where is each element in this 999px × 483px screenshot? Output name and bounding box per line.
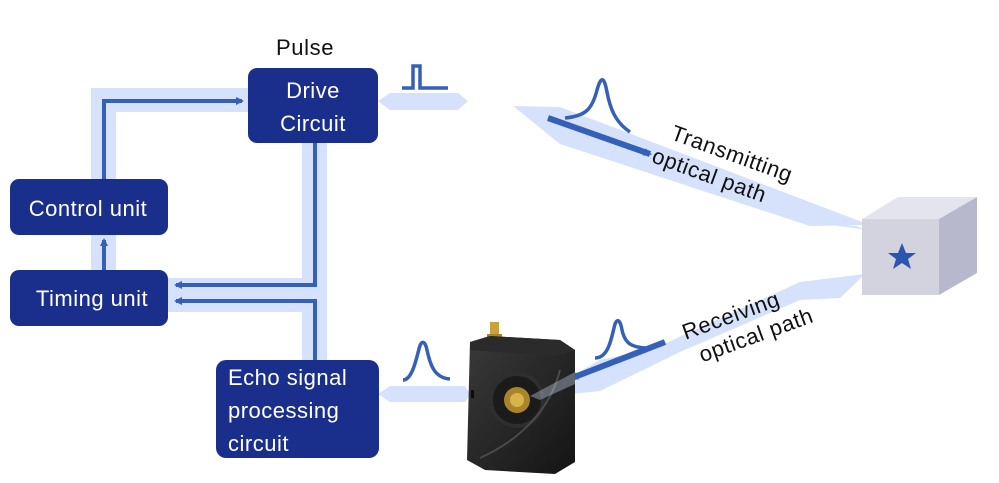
- arrow-drive-to-timing: [174, 140, 317, 289]
- transmitting-arrow: [547, 115, 652, 157]
- target-cube-icon: [862, 197, 977, 295]
- echo-processing-block: Echo signal processing circuit: [216, 360, 379, 458]
- pulse-label: Pulse: [276, 35, 334, 60]
- control-unit-label: Control unit: [29, 196, 148, 221]
- control-unit-block: Control unit: [10, 179, 168, 235]
- drive-circuit-label-line1: Drive: [286, 78, 340, 103]
- gaussian-pulse-icon-transmit: [564, 78, 632, 134]
- drive-circuit-label-line2: Circuit: [280, 111, 346, 136]
- band-echo-input: [378, 386, 470, 402]
- arrow-echo-to-timing: [174, 297, 317, 362]
- echo-processing-label-line3: circuit: [228, 431, 289, 456]
- band-control-to-drive: [91, 88, 250, 180]
- drive-circuit-block: Drive Circuit: [248, 68, 378, 143]
- photodetector-icon: [467, 322, 575, 474]
- echo-processing-label-line2: processing: [228, 398, 339, 423]
- gaussian-pulse-icon-receive: [594, 319, 651, 360]
- band-drive-output: [378, 93, 468, 110]
- timing-unit-block: Timing unit: [10, 270, 168, 326]
- arrow-control-to-drive: [102, 97, 244, 180]
- echo-processing-label-line1: Echo signal: [228, 365, 347, 390]
- gaussian-pulse-icon-echo: [402, 340, 451, 382]
- receiving-path-band: [533, 274, 865, 398]
- star-icon: [888, 243, 916, 269]
- square-pulse-icon: [402, 64, 448, 90]
- timing-unit-label: Timing unit: [36, 286, 148, 311]
